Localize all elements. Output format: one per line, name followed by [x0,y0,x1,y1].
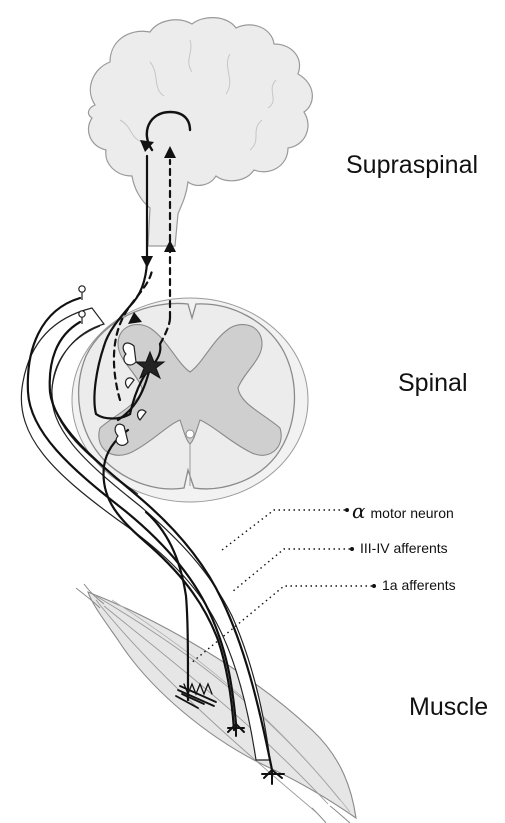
muscle-tendon [312,808,326,823]
leader-end-dot [345,508,349,512]
brain-outline [88,18,312,246]
central-canal [186,430,194,438]
leader-end-dot [350,547,354,551]
leader-alpha-motor-neuron [222,510,345,550]
label-alpha-motor-neuron: α motor neuron [352,499,454,523]
alpha-motor-neuron-text: motor neuron [371,505,454,521]
alpha-symbol: α [352,499,366,523]
dorsal-root-ganglion [79,311,85,317]
descending-arrowhead [141,256,153,268]
dorsal-root-ganglion [79,286,85,292]
leader-end-dot [372,584,376,588]
label-spinal: Spinal [398,369,468,398]
brain [88,18,312,246]
label-muscle: Muscle [409,693,488,722]
label-supraspinal: Supraspinal [346,151,478,180]
label-group-3-4-afferents: III-IV afferents [360,540,448,556]
label-group-1a-afferents: 1a afferents [382,577,456,593]
